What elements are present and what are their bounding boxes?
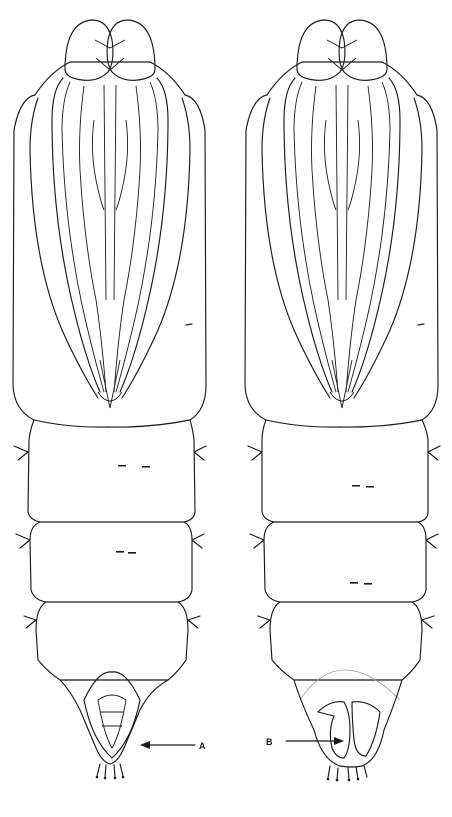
- left-cephalothorax: [13, 20, 206, 427]
- right-segment-2: [264, 522, 426, 602]
- right-cephalothorax: [245, 20, 438, 427]
- right-segment-1: [262, 420, 428, 522]
- left-pupa: [13, 20, 206, 779]
- label-a: A: [199, 741, 206, 751]
- left-segment-3: [36, 602, 188, 680]
- right-segment-3: [270, 602, 422, 680]
- label-b: B: [266, 737, 273, 747]
- left-terminal-segment: [60, 680, 168, 764]
- right-pupa: [245, 20, 440, 781]
- left-segment-1: [28, 420, 195, 522]
- left-segment-2: [30, 522, 192, 602]
- right-terminal-segment: [294, 680, 402, 767]
